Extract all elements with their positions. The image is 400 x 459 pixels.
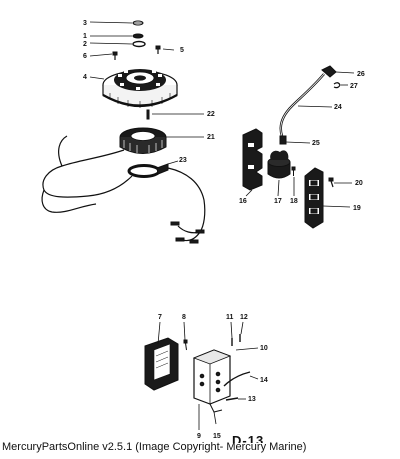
- callout-15: 15: [213, 433, 221, 440]
- part-25-terminal: [279, 135, 287, 145]
- callout-8: 8: [182, 314, 186, 321]
- part-5-screw: [155, 45, 161, 54]
- callout-25: 25: [312, 140, 320, 147]
- spark-plug-lead-assembly: [279, 65, 341, 145]
- part-27-clip: [333, 82, 341, 89]
- callout-19: 19: [353, 205, 361, 212]
- part-2-washer: [132, 40, 146, 48]
- rectifier-assembly: [144, 334, 251, 413]
- part-14-strap: [223, 371, 251, 387]
- callout-18: 18: [290, 198, 298, 205]
- stator-wire-harness: [41, 135, 133, 213]
- part-1-washer: [132, 33, 144, 39]
- part-22-key: [146, 109, 150, 120]
- part-23-trigger: [127, 163, 169, 178]
- part-3-nut: [132, 20, 144, 26]
- callout-24: 24: [334, 104, 342, 111]
- callout-20: 20: [355, 180, 363, 187]
- callout-26: 26: [357, 71, 365, 78]
- part-7-rectifier: [144, 337, 179, 391]
- callout-3: 3: [83, 20, 87, 27]
- callout-2: 2: [83, 41, 87, 48]
- callout-9: 9: [197, 433, 201, 440]
- callout-5: 5: [180, 47, 184, 54]
- callout-6: 6: [83, 53, 87, 60]
- part-16-coil: [242, 128, 263, 191]
- callout-1: 1: [83, 33, 87, 40]
- callout-11: 11: [226, 314, 234, 321]
- ignition-components: [242, 128, 334, 229]
- callout-27: 27: [350, 83, 358, 90]
- callout-17: 17: [274, 198, 282, 205]
- part-4-flywheel: [102, 69, 178, 108]
- diagram-id-label: D-13: [232, 434, 265, 443]
- part-19-switch-box: [304, 167, 324, 229]
- part-17-capacitor: [267, 150, 291, 179]
- part-18-screw: [291, 166, 296, 176]
- callout-14: 14: [260, 377, 268, 384]
- callout-21: 21: [207, 134, 215, 141]
- callout-4: 4: [83, 74, 87, 81]
- leader-lines: [89, 21, 355, 430]
- copyright-footer: MercuryPartsOnline v2.5.1 (Image Copyrig…: [2, 441, 307, 453]
- callout-12: 12: [240, 314, 248, 321]
- flywheel-assembly: [102, 20, 178, 120]
- callout-labels: 3 1 2 6 5 4 22 21 23 26 27 24 25 16 17 1…: [83, 20, 365, 440]
- callout-7: 7: [158, 314, 162, 321]
- part-9-terminal-block: [192, 349, 232, 405]
- callout-13: 13: [248, 396, 256, 403]
- part-8-screw: [183, 339, 188, 351]
- callout-22: 22: [207, 111, 215, 118]
- part-24-lead: [279, 73, 325, 137]
- part-15-clip: [209, 403, 223, 413]
- callout-16: 16: [239, 198, 247, 205]
- wire-connectors: [170, 221, 205, 244]
- callout-10: 10: [260, 345, 268, 352]
- callout-23: 23: [179, 157, 187, 164]
- part-13-spacer: [225, 397, 239, 401]
- stator-and-trigger-assembly: [41, 127, 206, 244]
- part-6-screw: [112, 51, 118, 60]
- part-20-screw: [328, 177, 334, 188]
- part-21-stator: [119, 127, 167, 154]
